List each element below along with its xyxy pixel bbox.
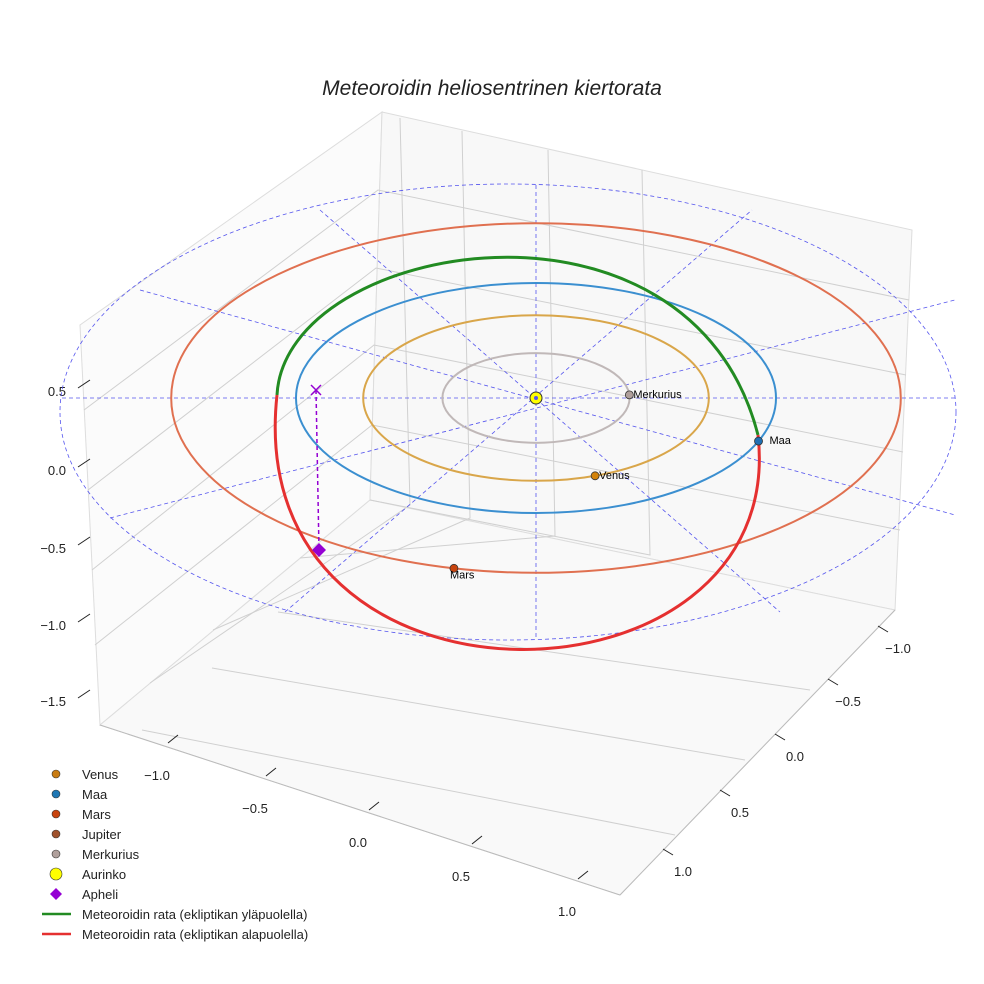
x-tick-mark [471,835,483,845]
z-tick-mark [77,689,91,699]
orbit-venus [362,314,710,482]
legend-item: Meteoroidin rata (ekliptikan alapuolella… [42,927,308,942]
legend-label: Maa [82,787,108,802]
z-tick-label: −1.5 [40,694,66,709]
meteoroid-orbit-above-ecliptic [275,255,760,436]
y-tick-mark [877,625,889,633]
meteoroid-orbit-below-ecliptic [273,394,761,651]
z-tick-label: 0.0 [48,463,66,478]
legend-item: Venus [51,767,119,782]
legend: VenusMaaMarsJupiterMerkuriusAurinkoAphel… [42,767,308,942]
y-tick-mark [774,733,786,741]
y-tick-label: −1.0 [885,641,911,656]
legend-circle-icon [51,809,61,819]
z-tick-label: 0.5 [48,384,66,399]
legend-label: Merkurius [82,847,140,862]
planet-maa [754,436,763,446]
planet-venus [590,471,600,481]
planet-label: Venus [599,470,630,482]
legend-circle-icon [49,867,63,881]
legend-label: Mars [82,807,111,822]
y-tick-label: 1.0 [674,864,692,879]
y-tick-label: 0.5 [731,805,749,820]
legend-label: Venus [82,767,119,782]
x-tick-mark [265,767,277,777]
axes-panes [79,111,913,896]
x-axis-ticks: −1.0 −0.5 0.0 0.5 1.0 [144,734,589,919]
aphelion-marker [312,543,326,557]
z-tick-mark [77,379,91,389]
z-tick-mark [77,613,91,623]
planet-label: Maa [770,435,792,447]
legend-item: Merkurius [51,847,140,862]
legend-label: Apheli [82,887,118,902]
legend-circle-icon [51,849,61,859]
x-tick-label: −0.5 [242,801,268,816]
y-tick-mark [719,789,731,797]
legend-item: Apheli [50,887,118,902]
y-tick-label: −0.5 [835,694,861,709]
legend-circle-icon [51,829,61,839]
legend-circle-icon [51,769,61,779]
legend-item: Jupiter [51,827,122,842]
legend-item: Maa [51,787,108,802]
y-tick-label: 0.0 [786,749,804,764]
legend-item: Mars [51,807,111,822]
legend-label: Meteoroidin rata (ekliptikan alapuolella… [82,927,308,942]
legend-label: Meteoroidin rata (ekliptikan yläpuolella… [82,907,307,922]
aphelion-projection-line [315,389,320,551]
planet-orbits [170,222,902,574]
chart-title: Meteoroidin heliosentrinen kiertorata [322,77,662,100]
z-tick-label: −1.0 [40,618,66,633]
legend-label: Aurinko [82,867,126,882]
orbit-maa [295,282,777,514]
legend-diamond-icon [50,888,62,900]
z-axis-ticks: 0.5 0.0 −0.5 −1.0 −1.5 [40,379,91,709]
legend-item: Meteoroidin rata (ekliptikan yläpuolella… [42,907,307,922]
z-tick-mark [77,536,91,546]
x-tick-mark [167,734,179,744]
x-tick-mark [368,801,380,811]
planet-label: Mars [450,569,475,581]
planet-mars [449,563,459,573]
x-tick-mark [577,870,589,880]
z-tick-label: −0.5 [40,541,66,556]
x-tick-label: 0.0 [349,835,367,850]
y-tick-mark [827,678,839,686]
aphelion-projection-marker [310,384,322,396]
ecliptic-reference [59,183,957,641]
sun-marker [529,391,543,405]
x-tick-label: 0.5 [452,869,470,884]
legend-label: Jupiter [82,827,122,842]
y-axis-ticks: −1.0 −0.5 0.0 0.5 1.0 [662,625,911,879]
legend-circle-icon [51,789,61,799]
planet-label: Merkurius [633,389,682,401]
orbit-mars [170,222,902,574]
planet-merkurius [624,390,634,400]
y-tick-mark [662,848,674,856]
x-tick-label: 1.0 [558,904,576,919]
legend-item: Aurinko [49,867,126,882]
x-tick-label: −1.0 [144,768,170,783]
z-tick-mark [77,458,91,468]
